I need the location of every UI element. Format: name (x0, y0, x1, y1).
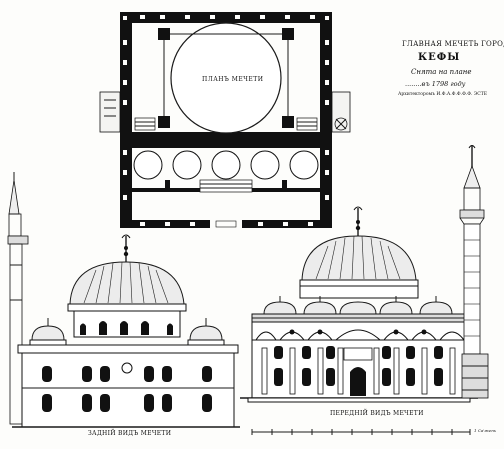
mosque-plan (99, 12, 351, 228)
front-view-label: ПЕРЕДНІЙ ВИДЪ МЕЧЕТИ (330, 410, 424, 417)
scale-label: 1 Са'жень (474, 428, 497, 433)
front-view-elevation (240, 206, 478, 403)
rear-view-label: ЗАДНІЙ ВИДЪ МЕЧЕТИ (88, 430, 172, 437)
rear-view-elevation (12, 234, 240, 428)
title-city-name: КЕФЫ (418, 52, 461, 63)
title-line-3: Снята на плане (411, 68, 472, 76)
title-architect: Архитекторомъ И.Ф.А.Ф.Ф.Ф.Ф. ЭСТЕ (398, 92, 487, 97)
right-minaret (459, 145, 489, 399)
front-portico-domes (263, 296, 453, 315)
title-line-1: ГЛАВНАЯ МЕЧЕТЬ ГОРОДА (402, 40, 504, 48)
title-date: ........въ 1798 году (405, 80, 466, 88)
scale-bar (251, 429, 471, 435)
plan-label: ПЛАНЪ МЕЧЕТИ (202, 76, 264, 83)
portico-dome-plans (133, 150, 319, 180)
plan-wall-pattern (123, 15, 329, 105)
left-minaret-fragment (7, 172, 29, 425)
